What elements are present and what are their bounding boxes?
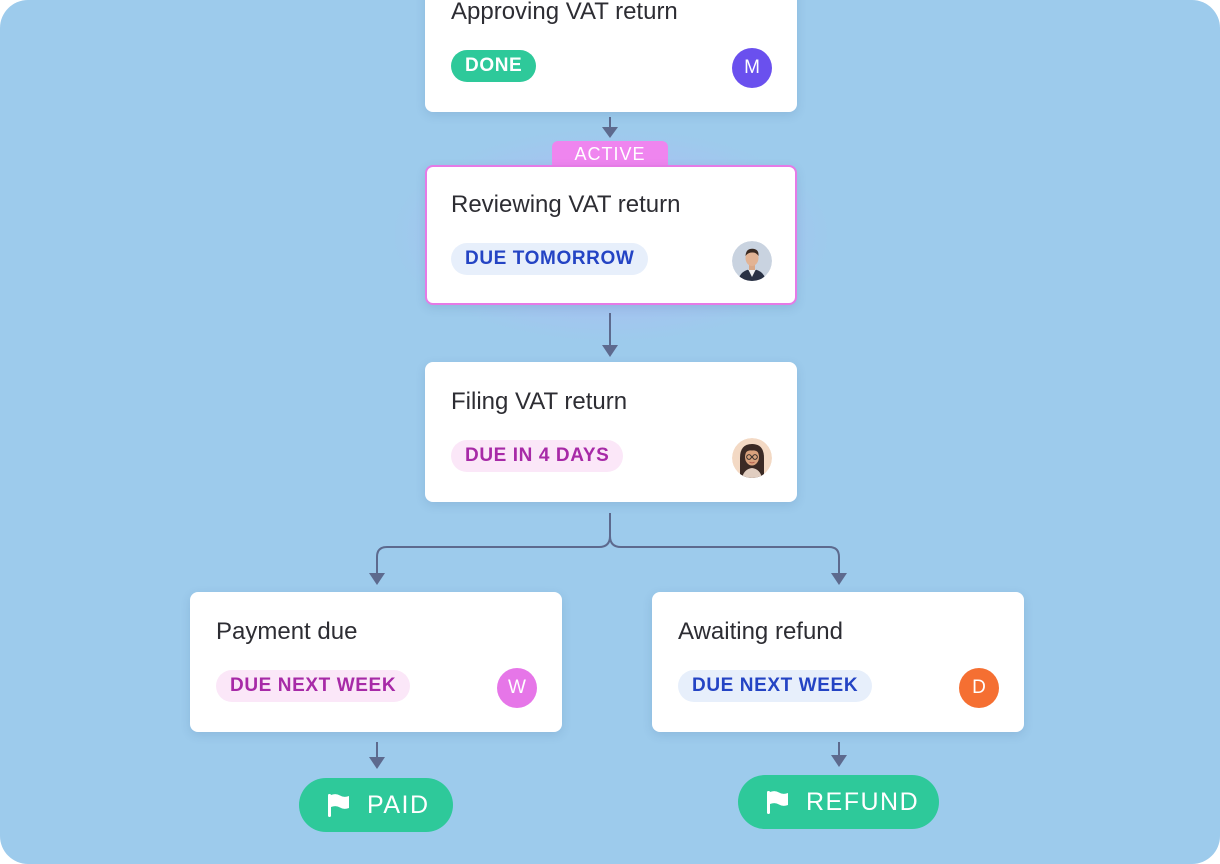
status-badge: DONE <box>451 50 537 82</box>
node-payment-due[interactable]: Payment due DUE NEXT WEEK W <box>190 592 562 732</box>
flag-icon <box>767 791 788 814</box>
status-badge: DUE NEXT WEEK <box>216 670 411 702</box>
assignee-avatar: W <box>497 668 537 708</box>
arrowhead-payment <box>369 573 385 585</box>
status-badge: DUE TOMORROW <box>451 243 649 275</box>
connector-filing-branch <box>376 513 840 574</box>
node-title: Reviewing VAT return <box>451 191 681 218</box>
assignee-avatar: M <box>732 48 772 88</box>
node-reviewing-vat-return[interactable]: Reviewing VAT return DUE TOMORROW <box>425 165 797 305</box>
assignee-avatar-photo <box>732 241 772 281</box>
arrowhead-refund <box>831 573 847 585</box>
assignee-avatar-photo <box>732 438 772 478</box>
flag-icon <box>328 794 349 817</box>
assignee-avatar: D <box>959 668 999 708</box>
node-title: Awaiting refund <box>678 618 843 645</box>
arrowhead-refund-outcome <box>831 755 847 767</box>
node-title: Filing VAT return <box>451 388 628 415</box>
outcome-label: REFUND <box>806 787 920 816</box>
outcome-refund[interactable]: REFUND <box>738 775 939 829</box>
outcome-paid[interactable]: PAID <box>299 778 453 832</box>
active-tab: ACTIVE <box>552 141 668 167</box>
arrowhead-paid <box>369 757 385 769</box>
node-approving-vat-return[interactable]: Approving VAT return DONE M <box>425 0 797 112</box>
node-filing-vat-return[interactable]: Filing VAT return DUE IN 4 DAYS <box>425 362 797 502</box>
arrowhead-filing <box>602 345 618 357</box>
status-badge: DUE NEXT WEEK <box>678 670 873 702</box>
arrowhead-reviewing <box>602 127 618 138</box>
status-badge: DUE IN 4 DAYS <box>451 440 624 472</box>
outcome-label: PAID <box>367 790 430 819</box>
node-awaiting-refund[interactable]: Awaiting refund DUE NEXT WEEK D <box>652 592 1024 732</box>
node-title: Approving VAT return <box>451 0 678 25</box>
node-title: Payment due <box>216 618 358 645</box>
